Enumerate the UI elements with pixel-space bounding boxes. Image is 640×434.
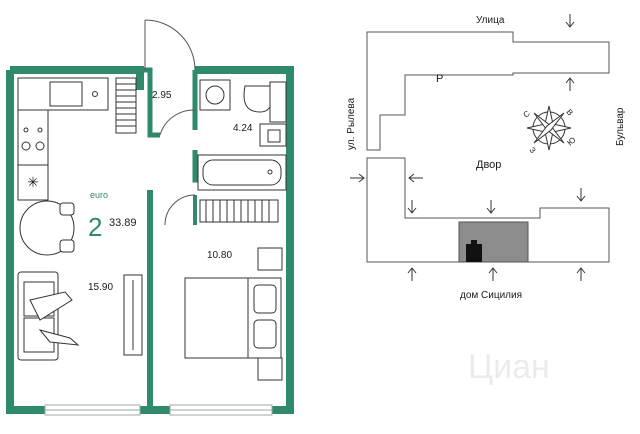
area-bedroom: 10.80 [207, 250, 232, 261]
radiator [115, 77, 137, 134]
bathtub [197, 154, 287, 191]
street-left-label: ул. Рылева [346, 97, 357, 150]
street-right-label: Бульвар [615, 107, 626, 146]
courtyard-label: Двор [476, 159, 501, 171]
area-laundry: 4.24 [233, 123, 253, 134]
bathroom-fixtures [199, 79, 287, 147]
parking-label: P [436, 73, 443, 85]
compass-labels: С В Ю З [522, 108, 578, 156]
site-plan [366, 31, 610, 263]
room-labels: 2.95 4.24 10.80 15.90 euro 2 33.89 [88, 90, 253, 293]
building-label: дом Сицилия [460, 290, 522, 301]
house-block [366, 157, 610, 263]
kitchen-counter: ✳ [17, 77, 109, 201]
compass-south: Ю [566, 135, 578, 147]
entry-arrows [350, 14, 586, 281]
wardrobe [199, 199, 279, 223]
street-top-label: Улица [476, 15, 505, 26]
parking-block [366, 31, 610, 151]
apartment-type-label: euro [90, 190, 108, 200]
svg-text:✳: ✳ [27, 174, 39, 190]
watermark-text: Циан [468, 348, 550, 386]
watermark: Циан [468, 348, 550, 386]
compass-west: З [527, 146, 537, 156]
sofa [17, 271, 80, 361]
apartment-total-area: 33.89 [109, 217, 137, 229]
compass-east: В [564, 108, 574, 118]
area-living-kitchen: 15.90 [88, 282, 113, 293]
entrance-door [144, 19, 196, 226]
compass-rose [526, 105, 572, 151]
bed [184, 247, 283, 381]
area-bathroom: 2.95 [152, 90, 172, 101]
apartment-rooms-count: 2 [88, 212, 102, 242]
site-labels: Улица P Двор дом Сицилия ул. Рылева Буль… [346, 15, 626, 301]
tv-unit [123, 274, 143, 356]
dining-table [19, 200, 75, 256]
compass-north: С [522, 109, 532, 120]
